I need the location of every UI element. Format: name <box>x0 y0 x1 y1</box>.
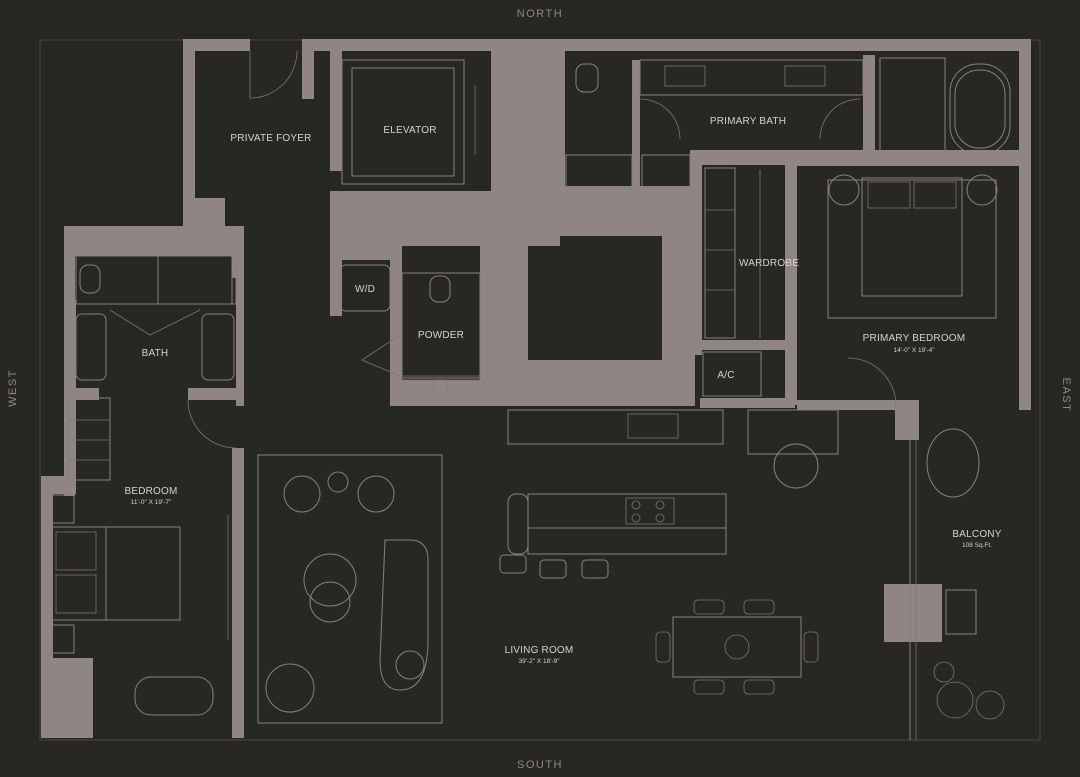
label-bath: BATH <box>142 348 169 359</box>
wardrobe-shelves <box>704 167 761 339</box>
elevator-cab <box>341 59 476 185</box>
primary-bath-fixtures <box>565 57 1011 188</box>
powder-fixtures <box>361 272 481 397</box>
compass-north: NORTH <box>517 8 563 20</box>
washer-dryer <box>339 264 391 312</box>
balcony-furniture <box>909 428 1005 740</box>
label-powder: POWDER <box>418 330 464 341</box>
walls <box>41 39 1031 738</box>
label-bedroom-dim: 11'-0" X 19'-7" <box>131 499 172 506</box>
living-room-furniture <box>257 454 443 724</box>
compass-east: EAST <box>1060 378 1072 413</box>
compass-south: SOUTH <box>517 759 563 771</box>
bistro-table <box>747 409 839 489</box>
label-ac: A/C <box>717 370 734 381</box>
label-primary-bedroom-dim: 14'-0" X 19'-4" <box>893 347 935 354</box>
label-private-foyer: PRIVATE FOYER <box>230 133 311 144</box>
bedroom-furniture <box>51 397 229 716</box>
compass-west: WEST <box>7 369 19 407</box>
label-living-room: LIVING ROOM <box>505 645 574 656</box>
label-primary-bedroom: PRIMARY BEDROOM <box>863 333 966 344</box>
kitchen <box>499 409 727 579</box>
label-bedroom: BEDROOM <box>124 486 177 497</box>
label-elevator: ELEVATOR <box>383 125 436 136</box>
secondary-bath-fixtures <box>75 255 237 449</box>
label-living-room-dim: 39'-2" X 18'-9" <box>518 658 560 665</box>
label-balcony: BALCONY <box>952 529 1001 540</box>
label-wardrobe: WARDROBE <box>739 258 799 269</box>
label-primary-bath: PRIMARY BATH <box>710 116 786 127</box>
foyer-door <box>249 50 298 99</box>
dining-table <box>655 599 819 695</box>
label-balcony-dim: 108 Sq.Ft. <box>962 542 992 549</box>
primary-bed <box>827 174 998 407</box>
label-wd: W/D <box>355 284 375 295</box>
ac-unit <box>702 351 762 397</box>
